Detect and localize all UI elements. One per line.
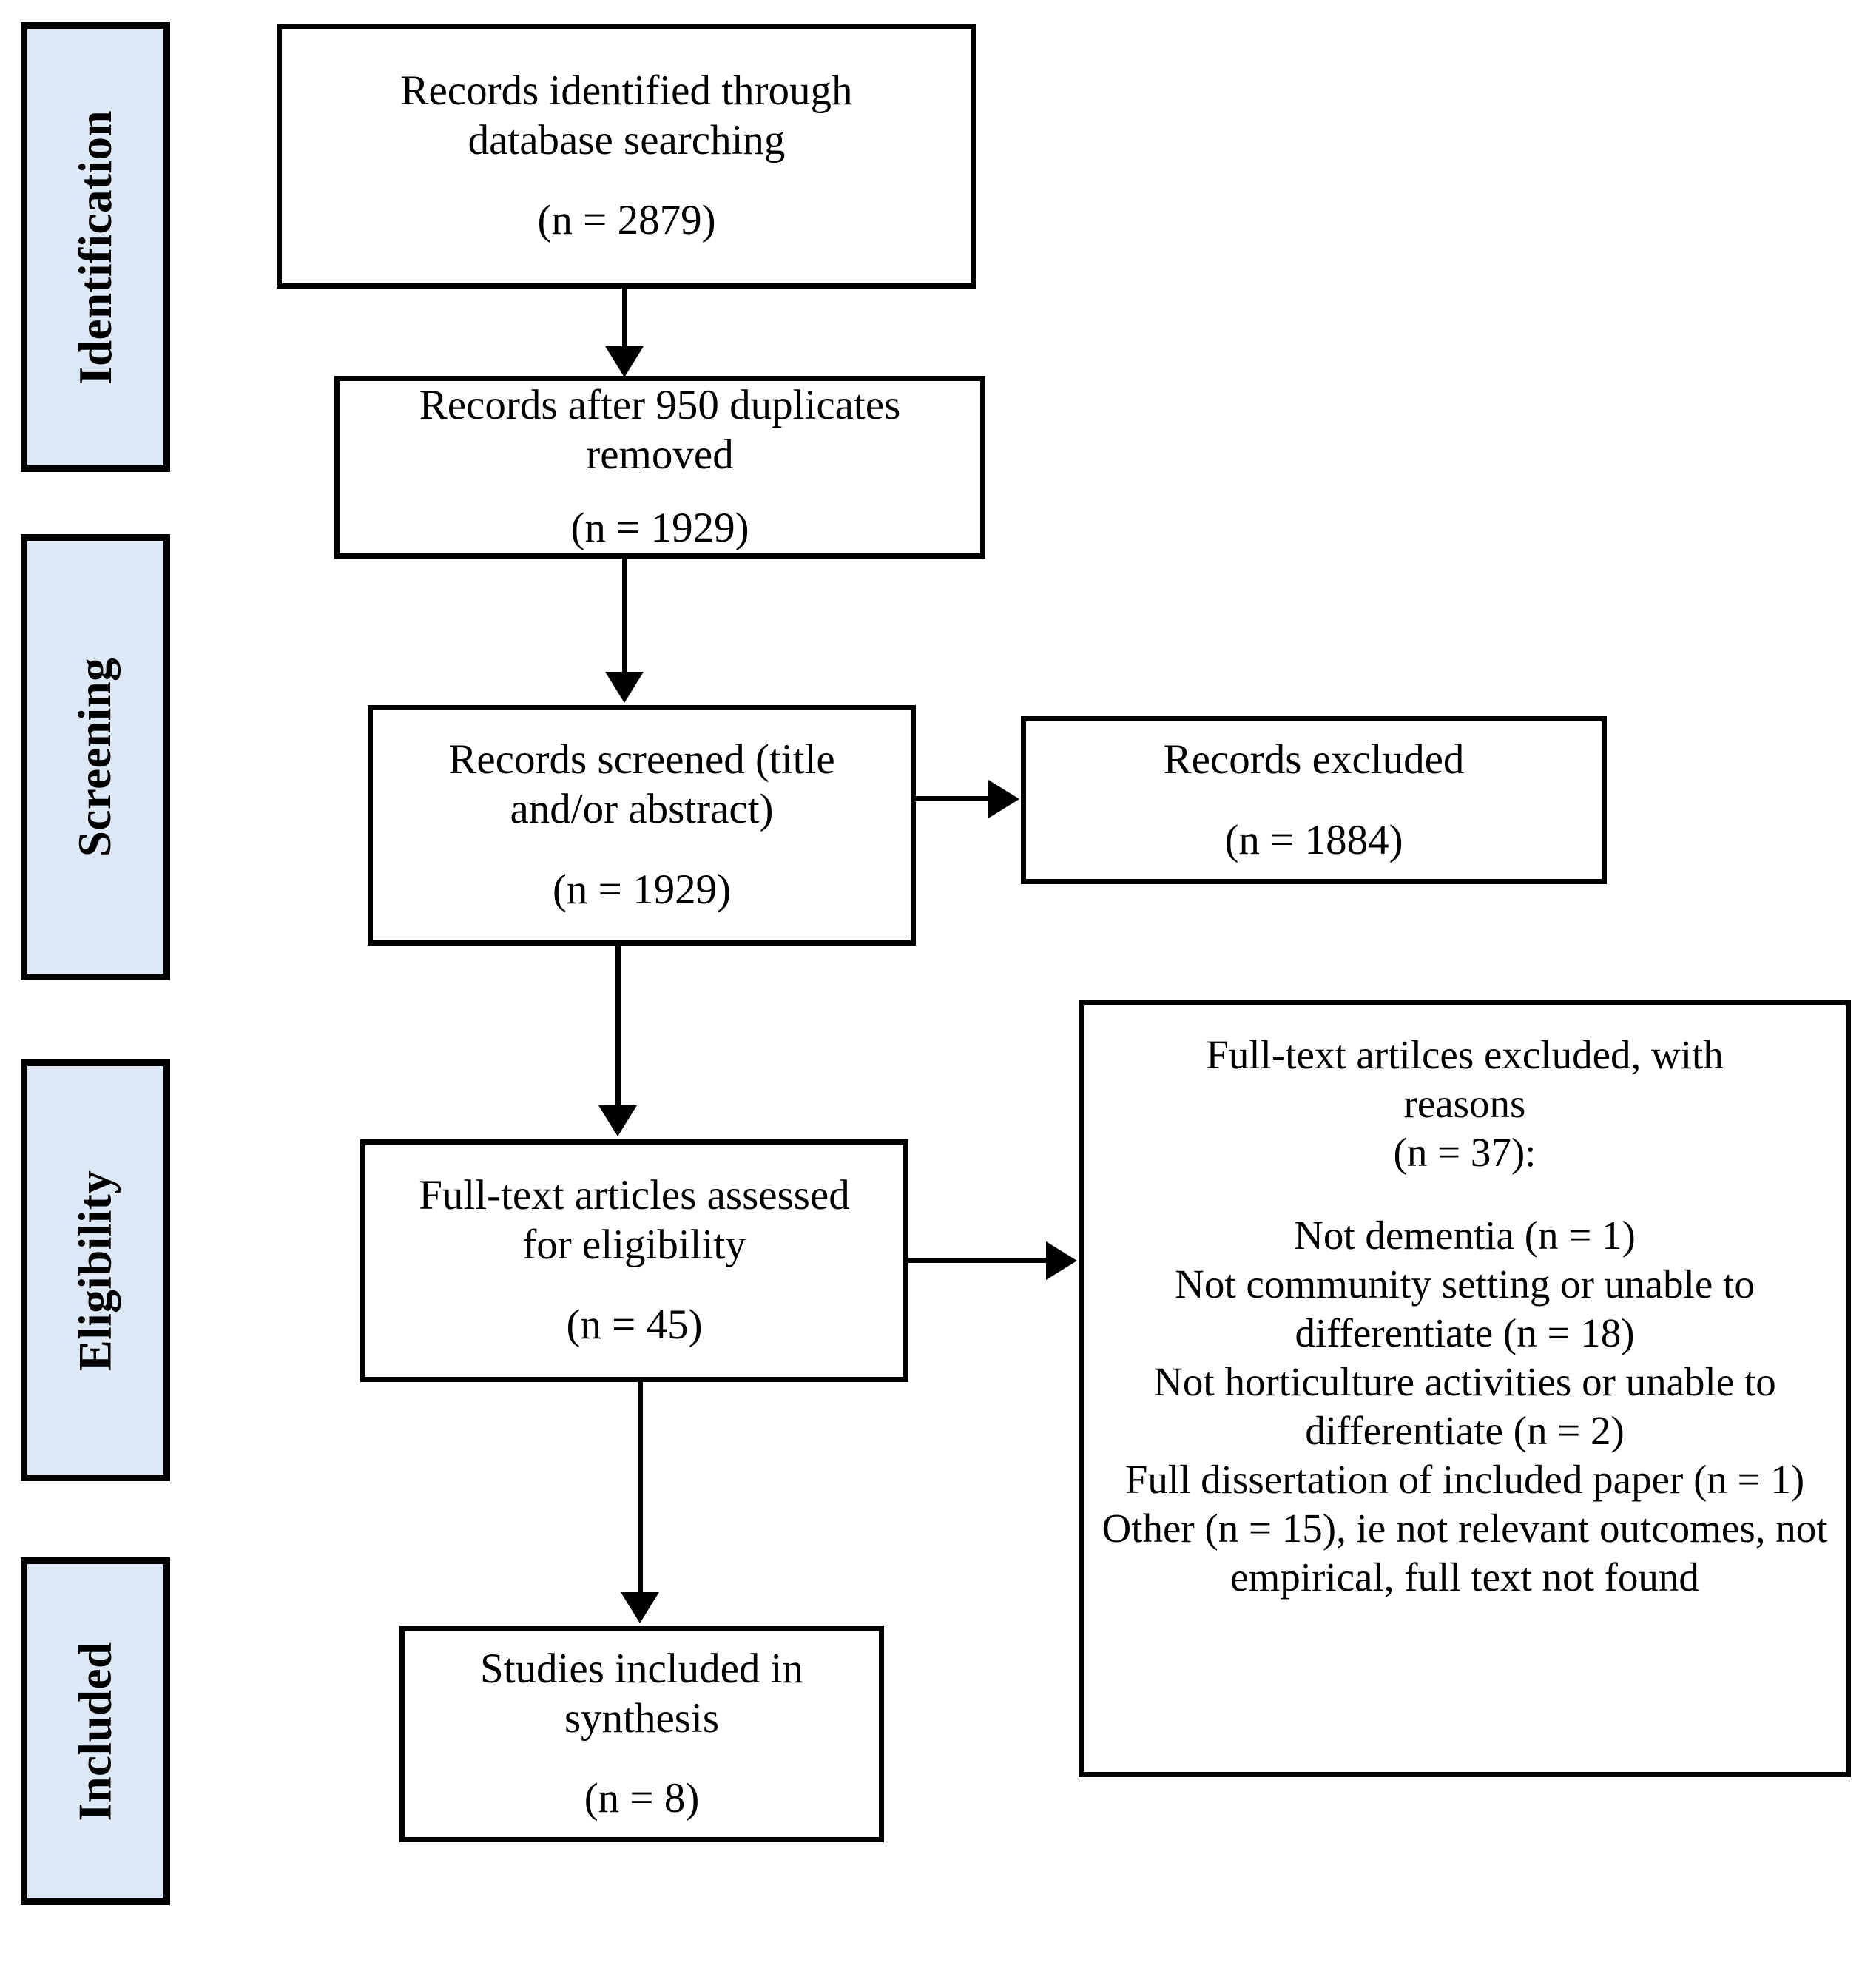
- exclusion-reason-4: Full dissertation of included paper (n =…: [1124, 1457, 1805, 1502]
- stage-label-eligibility: Eligibility: [21, 1059, 170, 1481]
- records-screened-line-1: Records screened (title: [448, 736, 835, 784]
- records-dedup-line-1: Records after 950 duplicates: [419, 382, 901, 428]
- arrowhead-dedup-to-screened: [605, 672, 644, 703]
- stage-label-included: Included: [21, 1557, 170, 1905]
- box-records-screened: Records screened (title and/or abstract)…: [368, 705, 916, 946]
- records-identified-count: (n = 2879): [537, 197, 716, 244]
- records-excluded-count: (n = 1884): [1224, 816, 1403, 863]
- studies-included-line-1: Studies included in: [480, 1645, 803, 1692]
- connector-screened-to-excluded: [916, 796, 990, 801]
- exclusion-reason-2: Not community setting or unable to diffe…: [1175, 1261, 1755, 1355]
- records-screened-count: (n = 1929): [552, 866, 732, 913]
- stage-label-eligibility-text: Eligibility: [69, 1170, 121, 1371]
- connector-identified-to-dedup: [622, 289, 627, 349]
- stage-label-identification-text: Identification: [69, 109, 121, 385]
- studies-included-count: (n = 8): [584, 1775, 700, 1822]
- records-excluded-line-1: Records excluded: [1163, 735, 1465, 783]
- stage-label-included-text: Included: [69, 1641, 121, 1822]
- arrowhead-identified-to-dedup: [605, 346, 644, 377]
- arrowhead-screened-to-excluded: [988, 780, 1019, 818]
- fulltext-excluded-heading-2: reasons: [1403, 1081, 1526, 1126]
- arrowhead-fulltext-to-included: [621, 1592, 659, 1623]
- box-records-after-duplicates: Records after 950 duplicates removed (n …: [334, 376, 985, 559]
- arrowhead-fulltext-to-reasons: [1046, 1241, 1077, 1280]
- stage-label-screening-text: Screening: [69, 657, 121, 857]
- box-records-excluded: Records excluded (n = 1884): [1021, 716, 1607, 884]
- exclusion-reason-5: Other (n = 15), ie not relevant outcomes…: [1102, 1506, 1828, 1600]
- records-dedup-line-2: removed: [586, 431, 734, 478]
- box-fulltext-excluded-reasons: Full-text artilces excluded, with reason…: [1079, 1000, 1851, 1777]
- fulltext-excluded-heading-1: Full-text artilces excluded, with: [1206, 1032, 1724, 1077]
- records-identified-line-2: database searching: [468, 116, 786, 164]
- box-studies-included: Studies included in synthesis (n = 8): [399, 1626, 884, 1842]
- connector-screened-to-fulltext: [615, 946, 621, 1107]
- records-screened-line-2: and/or abstract): [510, 786, 774, 833]
- stage-label-screening: Screening: [21, 534, 170, 980]
- arrowhead-screened-to-fulltext: [598, 1105, 637, 1136]
- connector-fulltext-to-included: [638, 1382, 643, 1594]
- stage-label-identification: Identification: [21, 22, 170, 472]
- fulltext-excluded-count: (n = 37):: [1393, 1130, 1537, 1175]
- fulltext-assessed-line-2: for eligibility: [522, 1221, 746, 1268]
- connector-dedup-to-screened: [622, 559, 627, 674]
- box-fulltext-assessed: Full-text articles assessed for eligibil…: [360, 1139, 908, 1382]
- fulltext-assessed-count: (n = 45): [566, 1301, 703, 1349]
- exclusion-reason-1: Not dementia (n = 1): [1294, 1213, 1636, 1258]
- connector-fulltext-to-reasons: [908, 1258, 1048, 1263]
- records-identified-line-1: Records identified through: [400, 67, 853, 114]
- box-records-identified: Records identified through database sear…: [277, 24, 976, 289]
- records-dedup-count: (n = 1929): [570, 505, 749, 552]
- fulltext-assessed-line-1: Full-text articles assessed: [419, 1171, 850, 1219]
- studies-included-line-2: synthesis: [564, 1694, 720, 1742]
- exclusion-reason-3: Not horticulture activities or unable to…: [1153, 1359, 1776, 1453]
